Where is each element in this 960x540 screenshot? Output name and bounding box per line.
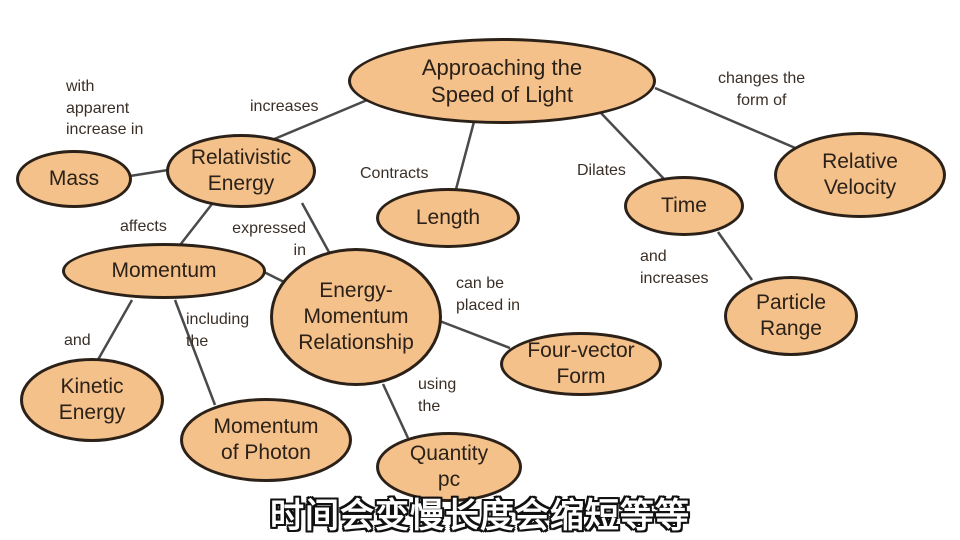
- node-relativistic-energy: Relativistic Energy: [166, 134, 316, 208]
- line-approaching-length: [453, 117, 477, 194]
- line-emr-quantity: [381, 383, 410, 439]
- line-time-range: [716, 231, 754, 281]
- node-quantity-pc: Quantity pc: [376, 432, 522, 502]
- node-mass: Mass: [16, 150, 132, 208]
- line-momentum-kinetic: [93, 299, 134, 366]
- line-approaching-velocity: [654, 86, 801, 152]
- line-energy-mass: [129, 168, 169, 178]
- line-approaching-energy: [271, 96, 373, 142]
- line-approaching-time: [599, 111, 666, 181]
- line-energy-emr: [300, 202, 332, 255]
- label-dilates: Dilates: [577, 162, 626, 179]
- label-changes-the-form-of: changes the form of: [718, 70, 806, 109]
- label-with-apparent-increase-in: with apparent increase in: [66, 78, 144, 139]
- label-and: and: [64, 332, 91, 349]
- label-and-increases: and increases: [640, 248, 709, 287]
- label-including-the: including the: [186, 311, 250, 350]
- label-using-the: using the: [418, 376, 457, 415]
- node-four-vector-form: Four-vector Form: [500, 332, 662, 396]
- video-subtitle: 时间会变慢长度会缩短等等: [270, 496, 690, 536]
- node-relative-velocity: Relative Velocity: [774, 132, 946, 218]
- node-kinetic-energy: Kinetic Energy: [20, 358, 164, 442]
- label-expressed-in: expressed in: [232, 220, 306, 259]
- line-energy-momentum: [179, 203, 213, 246]
- label-contracts: Contracts: [360, 165, 429, 182]
- node-particle-range: Particle Range: [724, 276, 858, 356]
- line-emr-fourvector: [436, 318, 511, 350]
- node-length: Length: [376, 188, 520, 248]
- label-increases: increases: [250, 98, 319, 115]
- node-approaching-speed-of-light: Approaching the Speed of Light: [348, 38, 656, 124]
- label-affects: affects: [120, 218, 167, 235]
- node-momentum: Momentum: [62, 243, 266, 299]
- line-momentum-photon: [173, 299, 217, 406]
- node-momentum-of-photon: Momentum of Photon: [180, 398, 352, 482]
- node-energy-momentum-relationship: Energy- Momentum Relationship: [270, 248, 442, 386]
- node-time: Time: [624, 176, 744, 236]
- label-can-be-placed-in: can be placed in: [456, 275, 521, 314]
